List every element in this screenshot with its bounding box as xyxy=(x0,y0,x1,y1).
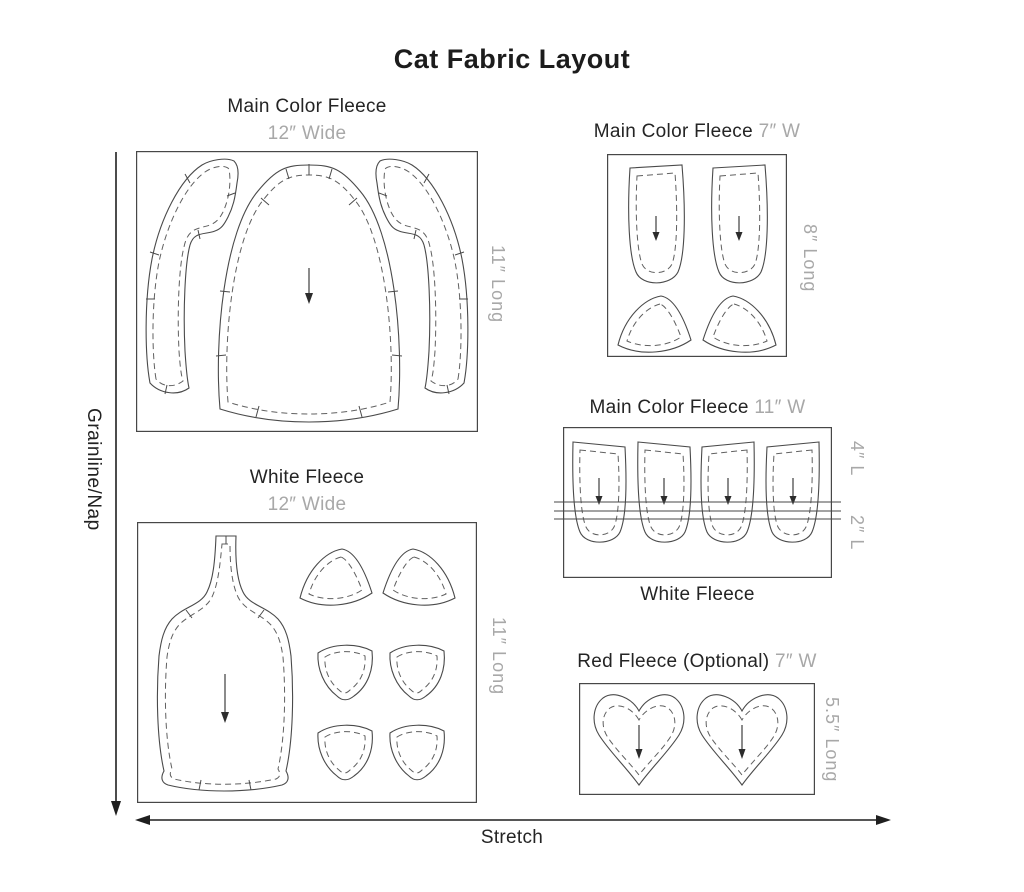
pattern-piece-leg xyxy=(765,441,820,543)
panel-belly-header: White Fleece 12″ Wide xyxy=(137,464,477,518)
stretch-axis-label: Stretch xyxy=(480,827,544,848)
pattern-piece-paw-pad xyxy=(389,644,445,701)
panel-main-body-length-label: 11″ Long xyxy=(488,245,508,324)
pattern-piece-heart xyxy=(696,694,788,786)
panel-hearts-title: Red Fleece (Optional) xyxy=(577,651,770,672)
fabric-box xyxy=(607,154,788,358)
pattern-piece-heart xyxy=(593,694,685,786)
pattern-piece-paw-pad xyxy=(317,724,373,781)
pattern-piece-ear xyxy=(617,295,692,353)
panel-legs-length-white-label: 2″ L xyxy=(847,515,867,551)
panel-legs-width-label: 11″ W xyxy=(754,397,806,418)
pattern-piece-leg xyxy=(572,441,627,543)
panel-legs-svg xyxy=(554,427,841,579)
panel-legs-white-fleece-label: White Fleece xyxy=(640,584,755,605)
panel-main-body-header: Main Color Fleece 12″ Wide xyxy=(136,93,478,147)
pattern-piece-belly xyxy=(156,535,294,792)
fabric-box xyxy=(579,683,816,796)
panel-main-body-title: Main Color Fleece xyxy=(227,96,387,117)
pattern-piece-paw-pad xyxy=(389,724,445,781)
panel-belly-length-label: 11″ Long xyxy=(489,617,509,696)
panel-belly-title: White Fleece xyxy=(249,467,365,488)
panel-ears-tails-header: Main Color Fleece 7″ W xyxy=(547,118,847,145)
pattern-piece-side-left xyxy=(145,158,239,395)
fabric-split-lines xyxy=(554,501,841,520)
fabric-box xyxy=(137,522,477,803)
panel-ears-tails-length-label: 8″ Long xyxy=(800,224,820,293)
panel-legs-title: Main Color Fleece xyxy=(589,397,749,418)
stretch-axis-arrow-icon xyxy=(135,815,891,825)
pattern-piece-inner-ear xyxy=(382,548,456,606)
pattern-piece-leg xyxy=(637,441,692,543)
pattern-piece-tail xyxy=(628,164,685,284)
panel-belly-width-label: 12″ Wide xyxy=(267,494,347,515)
panel-belly-svg xyxy=(137,522,477,803)
page-title: Cat Fabric Layout xyxy=(393,44,631,74)
panel-hearts-width-label: 7″ W xyxy=(775,651,817,672)
pattern-piece-inner-ear xyxy=(299,548,373,606)
pattern-piece-body xyxy=(215,164,403,423)
panel-hearts-length-label: 5.5″ Long xyxy=(822,697,842,783)
pattern-piece-leg xyxy=(700,441,755,543)
grainline-axis-label: Grainline/Nap xyxy=(83,408,104,531)
panel-legs-length-main-label: 4″ L xyxy=(847,441,867,477)
panel-ears-tails-svg xyxy=(607,154,788,358)
panel-main-body-svg xyxy=(136,151,478,432)
pattern-piece-paw-pad xyxy=(317,644,373,701)
pattern-piece-tail xyxy=(711,164,768,284)
panel-hearts-header: Red Fleece (Optional) 7″ W xyxy=(547,648,847,675)
fabric-box xyxy=(136,151,478,432)
panel-legs-header: Main Color Fleece 11″ W xyxy=(563,394,832,421)
grainline-axis-arrow-icon xyxy=(111,152,121,816)
panel-hearts-svg xyxy=(579,683,816,796)
panel-ears-tails-title: Main Color Fleece xyxy=(593,121,753,142)
panel-main-body-width-label: 12″ Wide xyxy=(267,123,347,144)
panel-ears-tails-width-label: 7″ W xyxy=(758,121,801,142)
pattern-piece-side-right xyxy=(375,158,469,395)
pattern-piece-ear xyxy=(702,295,777,353)
